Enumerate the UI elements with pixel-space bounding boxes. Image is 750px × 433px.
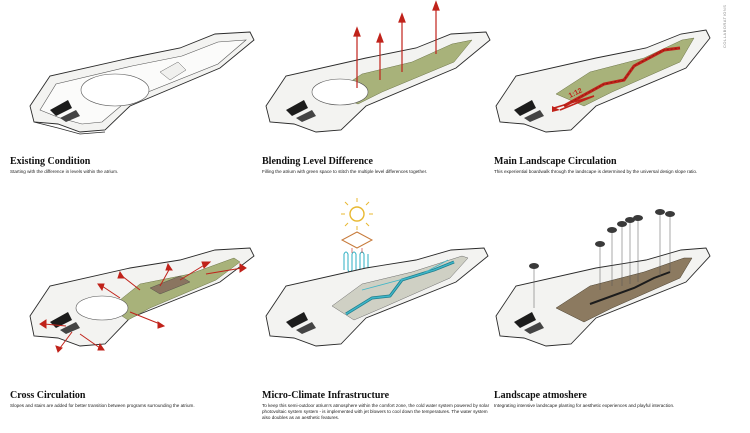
panel-landscape-atmosphere: Landscape atmoshere Integrating intensiv… [494, 209, 734, 433]
diagram-blending-level-difference [265, 0, 491, 133]
building-shell [29, 31, 255, 135]
palm-trees [533, 214, 671, 308]
boardwalk-path [552, 46, 681, 112]
building-shell [265, 31, 491, 133]
panel-title: Cross Circulation [10, 390, 86, 401]
panel-micro-climate-infrastructure: Micro-Climate Infrastructure To keep thi… [262, 198, 502, 433]
water-system [345, 259, 455, 316]
solar-panel-icon [340, 231, 374, 249]
diagram-cross-circulation [29, 247, 255, 353]
building-shell [495, 247, 711, 347]
panel-title: Blending Level Difference [262, 156, 373, 167]
diagram-existing-condition [29, 31, 255, 135]
panel-description: Filling the atrium with green space to s… [262, 169, 428, 174]
upward-arrows [353, 0, 440, 88]
panel-description: Starting with the difference in levels w… [10, 169, 119, 174]
building-shell [495, 29, 711, 133]
panel-description: This experiential boardwalk through the … [494, 169, 698, 174]
diagram-main-landscape-circulation: 1:12 [495, 29, 711, 133]
building-shell [29, 247, 255, 347]
cross-arrows [39, 261, 247, 353]
panel-main-landscape-circulation: 1:12 Main Landscape Circulation This exp… [494, 10, 734, 215]
panel-description: Slopes and stairs are added for better t… [10, 403, 195, 408]
panel-description: To keep this semi-outdoor atrium's atmos… [262, 403, 490, 420]
panel-description: Integrating intensive landscape planting… [494, 403, 675, 408]
sun-icon [341, 198, 373, 230]
panel-existing-condition: Existing Condition Starting with the dif… [10, 10, 255, 215]
panel-title: Main Landscape Circulation [494, 156, 617, 167]
panel-blending-level-difference: Blending Level Difference Filling the at… [262, 0, 502, 215]
panel-title: Landscape atmoshere [494, 390, 587, 401]
palm-crowns [529, 209, 675, 269]
diagram-micro-climate-infrastructure [265, 198, 489, 347]
panel-title: Micro-Climate Infrastructure [262, 390, 390, 401]
panel-cross-circulation: Cross Circulation Slopes and stairs are … [10, 228, 255, 433]
panel-title: Existing Condition [10, 156, 91, 167]
diagram-landscape-atmosphere [495, 209, 711, 347]
